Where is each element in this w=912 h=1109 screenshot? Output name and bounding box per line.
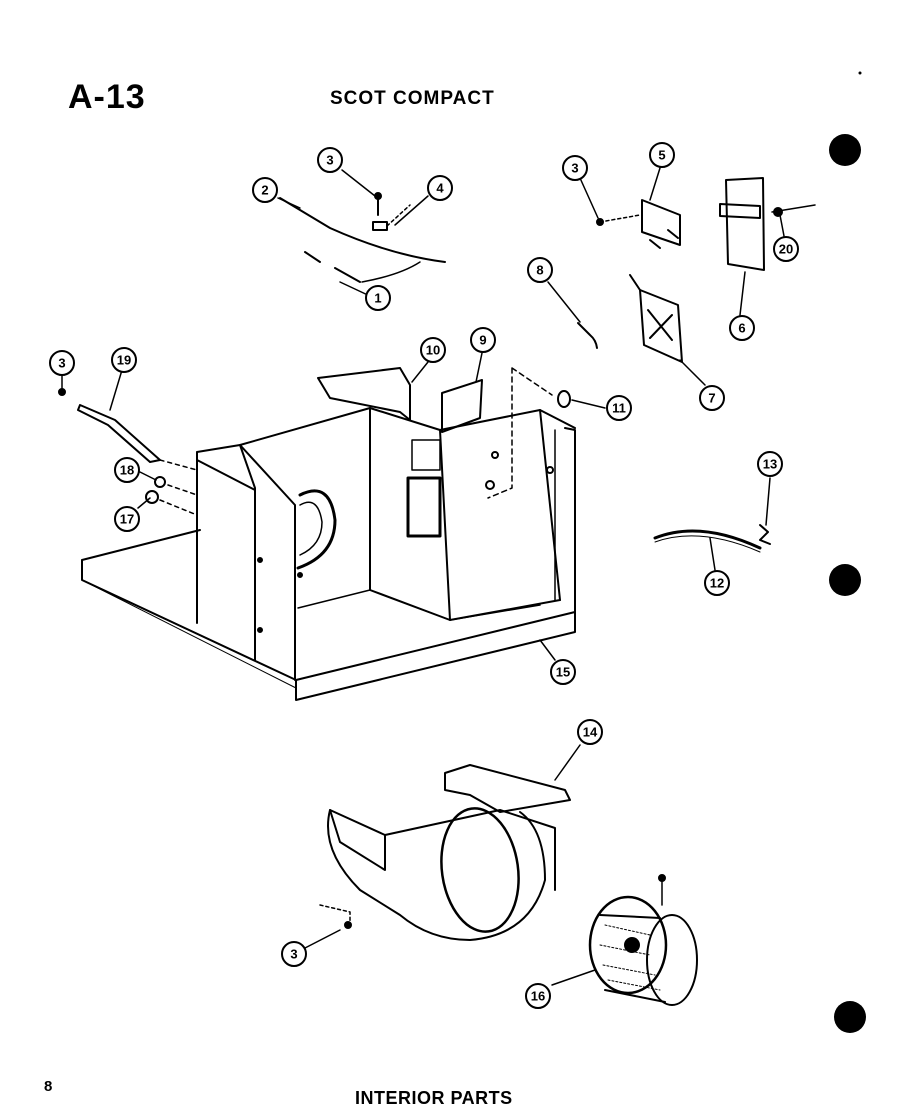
callout-3b: 3 [562, 155, 588, 181]
svg-text:18: 18 [120, 463, 134, 478]
binding-hole [829, 134, 861, 166]
svg-text:3: 3 [58, 356, 65, 371]
blower-housing [319, 764, 571, 941]
svg-text:9: 9 [479, 333, 486, 348]
leader-lines [61, 167, 785, 986]
left-fasteners [58, 388, 198, 516]
callout-15: 15 [550, 659, 576, 685]
callout-16: 16 [525, 983, 551, 1009]
page-number: 8 [44, 1078, 53, 1095]
callout-17: 17 [114, 506, 140, 532]
callout-18: 18 [114, 457, 140, 483]
callout-4: 4 [427, 175, 453, 201]
section-title: INTERIOR PARTS [355, 1088, 513, 1108]
callout-8: 8 [527, 257, 553, 283]
speck [858, 71, 862, 75]
svg-text:2: 2 [261, 183, 268, 198]
right-parts [653, 524, 771, 553]
svg-text:19: 19 [117, 353, 131, 368]
page-code: A-13 [68, 78, 146, 116]
callout-3: 3 [317, 147, 343, 173]
svg-text:5: 5 [658, 148, 665, 163]
callout-14: 14 [577, 719, 603, 745]
wire-assembly [279, 192, 446, 283]
svg-text:4: 4 [436, 181, 444, 196]
svg-text:12: 12 [710, 576, 724, 591]
binding-hole [829, 564, 861, 596]
callout-13: 13 [757, 451, 783, 477]
binding-holes [829, 71, 866, 1033]
callout-3c: 3 [49, 350, 75, 376]
svg-text:16: 16 [531, 989, 545, 1004]
svg-text:1: 1 [374, 291, 381, 306]
svg-text:11: 11 [612, 401, 626, 416]
callout-3d: 3 [281, 941, 307, 967]
top-trims [317, 367, 571, 499]
callout-11: 11 [606, 395, 632, 421]
blower-wheel [588, 874, 698, 1006]
svg-text:7: 7 [708, 391, 715, 406]
callout-1: 1 [365, 285, 391, 311]
svg-text:3: 3 [326, 153, 333, 168]
main-cabinet [81, 407, 576, 701]
callout-7: 7 [699, 385, 725, 411]
svg-text:15: 15 [556, 665, 570, 680]
svg-text:8: 8 [536, 263, 543, 278]
callout-10: 10 [420, 337, 446, 363]
svg-text:3: 3 [290, 947, 297, 962]
binding-hole [834, 1001, 866, 1033]
part-callouts: 1 2 3 4 3 5 20 8 6 7 3 19 10 9 11 18 17 … [49, 142, 799, 1009]
callout-20: 20 [773, 236, 799, 262]
svg-text:10: 10 [426, 343, 440, 358]
svg-text:13: 13 [763, 457, 777, 472]
svg-text:3: 3 [571, 161, 578, 176]
callout-12: 12 [704, 570, 730, 596]
callout-9: 9 [470, 327, 496, 353]
page-title: SCOT COMPACT [330, 88, 495, 109]
svg-text:14: 14 [583, 725, 598, 740]
svg-text:6: 6 [738, 321, 745, 336]
callout-5: 5 [649, 142, 675, 168]
control-brackets [577, 177, 816, 363]
svg-text:17: 17 [120, 512, 134, 527]
callout-19: 19 [111, 347, 137, 373]
callout-6: 6 [729, 315, 755, 341]
svg-text:20: 20 [779, 242, 793, 257]
callout-2: 2 [252, 177, 278, 203]
